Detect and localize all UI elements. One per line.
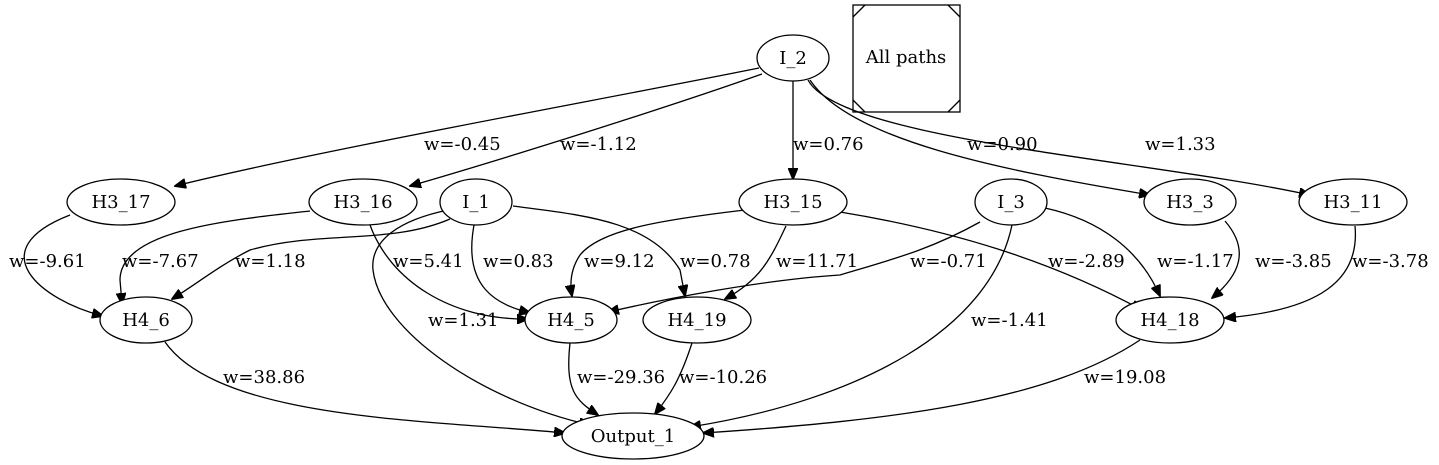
node-H3_11: H3_11 [1298, 178, 1408, 226]
edge-label-I_2-H3_11: w=1.33 [1145, 134, 1216, 155]
edge-labels: w=-0.45 w=-1.12 w=0.76 w=0.90 w=1.33 w=-… [9, 134, 1429, 388]
node-H4_6-shape [99, 296, 193, 344]
edge-H4_6-Output_1 [164, 341, 565, 433]
edge-label-H4_19-Output_1: w=-10.26 [679, 367, 767, 388]
node-H3_15-label: H3_15 [763, 192, 822, 213]
edge-label-I_1-H4_19: w=0.78 [680, 251, 751, 272]
edge-label-I_2-H3_17: w=-0.45 [424, 134, 501, 155]
edge-H3_15-H4_5 [571, 209, 746, 296]
edge-H3_15-H4_19 [725, 225, 787, 299]
legend-corner-top-right [947, 4, 961, 18]
node-H3_16: H3_16 [308, 178, 418, 226]
edge-I_1-H4_6 [172, 218, 451, 299]
node-H3_17: H3_17 [66, 178, 176, 226]
edge-I_3-H4_5 [608, 221, 981, 312]
edge-label-I_1-Output_1: w=1.31 [428, 310, 499, 331]
node-H3_15: H3_15 [738, 178, 848, 226]
node-I_2-label: I_2 [779, 48, 807, 69]
node-H4_5-label: H4_5 [547, 310, 595, 331]
node-H3_16-shape [308, 178, 418, 226]
edge-H3_3-H4_18 [1212, 220, 1240, 298]
node-I_2-shape [756, 34, 830, 82]
node-I_3-label: I_3 [997, 192, 1025, 213]
node-H3_3-label: H3_3 [1166, 192, 1214, 213]
node-I_1-label: I_1 [462, 192, 490, 213]
node-H4_19-label: H4_19 [667, 310, 726, 331]
edge-I_1-H4_5 [471, 219, 530, 313]
edge-label-H3_15-H4_5: w=9.12 [584, 251, 655, 272]
node-I_1: I_1 [439, 178, 513, 226]
node-I_2: I_2 [756, 34, 830, 82]
edge-label-I_3-Output_1: w=-1.41 [971, 310, 1048, 331]
legend-corner-bottom-right [947, 99, 961, 113]
edge-label-H3_11-H4_18: w=-3.78 [1352, 251, 1429, 272]
node-H3_11-label: H3_11 [1323, 192, 1382, 213]
node-H3_16-label: H3_16 [333, 192, 392, 213]
node-H4_19: H4_19 [642, 296, 752, 344]
legend-box [852, 4, 961, 113]
legend-corner-bottom-left [852, 99, 866, 113]
node-H4_5-shape [524, 296, 618, 344]
node-H4_6-label: H4_6 [122, 310, 170, 331]
edge-label-H4_5-Output_1: w=-29.36 [577, 367, 665, 388]
edge-I_1-H4_19 [512, 205, 685, 296]
node-H3_3: H3_3 [1143, 178, 1237, 226]
edge-I_1-Output_1 [372, 209, 590, 425]
edge-label-H3_17-H4_6: w=-9.61 [9, 251, 86, 272]
edge-H3_17-H4_6 [23, 214, 103, 316]
edge-label-I_1-H4_6: w=1.18 [235, 251, 306, 272]
legend-corner-top-left [852, 4, 866, 18]
node-H3_3-shape [1143, 178, 1237, 226]
edge-I_2-H3_3 [809, 79, 1150, 195]
edge-H3_16-H4_6 [120, 210, 311, 304]
edge-H4_19-Output_1 [655, 342, 693, 414]
node-I_3-shape [974, 178, 1048, 226]
edge-label-I_2-H3_15: w=0.76 [793, 134, 864, 155]
node-I_3: I_3 [974, 178, 1048, 226]
edge-label-I_3-H4_18: w=-1.17 [1157, 251, 1234, 272]
node-H3_17-shape [66, 178, 176, 226]
node-H3_11-shape [1298, 178, 1408, 226]
node-H4_18-label: H4_18 [1140, 310, 1199, 331]
edge-H3_16-H4_5 [369, 224, 528, 319]
edge-I_3-Output_1 [690, 224, 1013, 427]
node-H4_18-shape [1115, 296, 1225, 344]
node-H4_18: H4_18 [1115, 296, 1225, 344]
edge-label-H3_15-H4_19: w=11.71 [776, 251, 858, 272]
edge-label-I_2-H3_16: w=-1.12 [560, 134, 637, 155]
node-H3_17-label: H3_17 [91, 192, 150, 213]
node-Output_1: Output_1 [561, 412, 705, 460]
node-I_1-shape [439, 178, 513, 226]
node-Output_1-label: Output_1 [591, 426, 675, 447]
node-H4_6: H4_6 [99, 296, 193, 344]
edge-H3_15-H4_18 [839, 211, 1142, 310]
edge-I_2-H3_11 [807, 79, 1310, 195]
edge-label-H4_18-Output_1: w=19.08 [1084, 367, 1166, 388]
edge-label-I_3-H4_5: w=-0.71 [910, 251, 987, 272]
edge-label-I_2-H3_3: w=0.90 [967, 134, 1038, 155]
node-H4_5: H4_5 [524, 296, 618, 344]
edge-H4_18-Output_1 [703, 339, 1141, 433]
edge-label-H3_16-H4_5: w=5.41 [393, 251, 464, 272]
legend: All paths [852, 4, 961, 113]
edge-I_3-H4_18 [1044, 207, 1160, 296]
edge-label-H3_16-H4_6: w=-7.67 [122, 251, 199, 272]
edge-I_2-H3_17 [175, 67, 760, 186]
edges [23, 67, 1357, 433]
edge-label-H4_6-Output_1: w=38.86 [223, 367, 305, 388]
edge-H3_11-H4_18 [1225, 225, 1357, 318]
edge-label-I_1-H4_5: w=0.83 [483, 251, 554, 272]
node-H4_19-shape [642, 296, 752, 344]
edge-label-H3_3-H4_18: w=-3.85 [1255, 251, 1332, 272]
nodes: I_2 I_1 I_3 H3_17 H3_16 H3_15 H3_3 H3_1 [66, 34, 1408, 460]
node-H3_15-shape [738, 178, 848, 226]
node-Output_1-shape [561, 412, 705, 460]
edge-label-H3_15-H4_18: w=-2.89 [1048, 251, 1125, 272]
edge-H4_5-Output_1 [568, 342, 598, 415]
legend-label: All paths [865, 47, 947, 68]
edge-I_2-H3_16 [410, 73, 763, 186]
